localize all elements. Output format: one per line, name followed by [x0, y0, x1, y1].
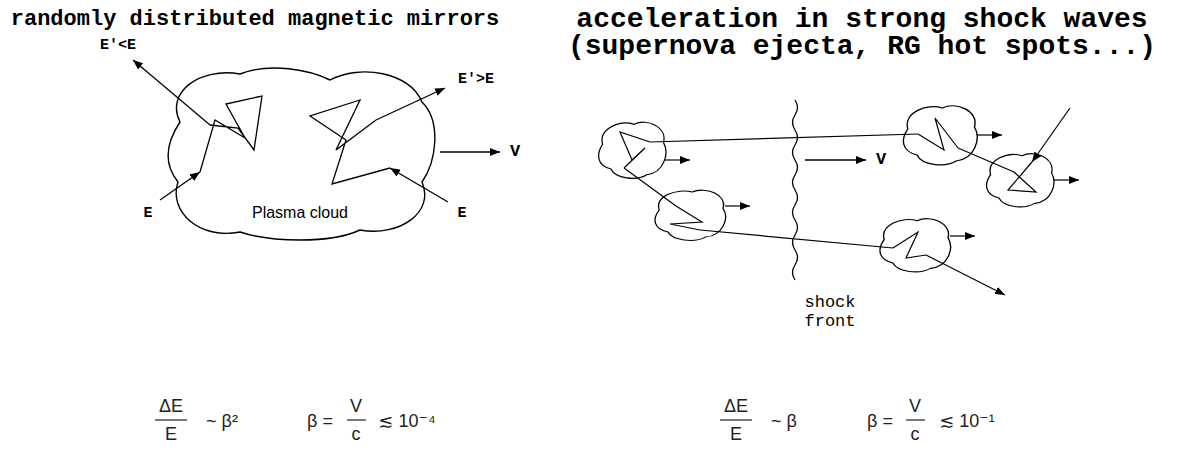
formula-part: ~ β²: [206, 411, 238, 432]
small-clouds: [599, 106, 1054, 272]
motion-arrow: [1054, 179, 1079, 180]
formula-part: ΔE: [159, 396, 183, 417]
energy-label: E: [143, 205, 152, 222]
shock-front-label: shock front: [795, 294, 865, 331]
formula-part: E: [165, 424, 177, 445]
particle-track: [958, 148, 1014, 172]
node-label: Plasma cloud: [252, 203, 348, 222]
small-cloud: [987, 154, 1054, 207]
velocity-arrow: [805, 159, 866, 161]
formula-part: ≲ 10⁻¹: [939, 411, 995, 432]
zigzag-path: [200, 96, 262, 172]
velocity-label: V: [876, 150, 886, 170]
motion-arrow: [977, 134, 1002, 135]
small-cloud: [599, 122, 666, 178]
fraction-bar: [906, 419, 925, 420]
particle-track: [624, 168, 676, 206]
formula-part: c: [911, 424, 920, 445]
formula-part: ≲ 10⁻⁴: [378, 411, 435, 432]
incoming-arrow: [160, 172, 200, 200]
fraction-bar: [347, 419, 366, 420]
formula-part: V: [909, 396, 921, 417]
fraction-bars: [155, 419, 925, 420]
outgoing-arrow: [376, 88, 445, 120]
panel-heading: randomly distributed magnetic mirrors: [11, 7, 499, 32]
formula-part: ΔE: [724, 396, 748, 417]
velocity-label: V: [510, 142, 520, 162]
incoming-arrow: [1032, 108, 1070, 162]
energy-label: E'<E: [100, 37, 136, 54]
zigzag-path: [310, 100, 390, 184]
motion-arrow: [725, 205, 750, 206]
zigzag-path: [893, 232, 926, 258]
velocity-arrow: [440, 151, 500, 152]
motion-arrow: [950, 235, 975, 236]
formula-part: E: [730, 424, 742, 445]
zigzag-path: [1008, 162, 1036, 192]
zigzag-path: [918, 118, 958, 150]
energy-label: E'>E: [458, 71, 494, 88]
particle-track: [650, 134, 918, 142]
fraction-bar: [155, 419, 187, 420]
outgoing-arrow: [926, 255, 1005, 295]
shock-front-line: [793, 100, 798, 280]
formula-part: ~ β: [771, 411, 797, 432]
panel-heading: acceleration in strong shock waves (supe…: [537, 7, 1187, 60]
formula-part: β =: [307, 411, 333, 432]
outgoing-arrow: [133, 60, 210, 125]
zigzag-path: [620, 132, 650, 168]
fraction-bar: [720, 419, 752, 420]
energy-label: E: [457, 205, 466, 222]
small-cloud: [880, 219, 950, 272]
particle-paths: [133, 60, 500, 202]
motion-arrow: [665, 159, 690, 160]
particle-track: [700, 230, 893, 248]
particle-paths: [620, 108, 1070, 295]
formula-part: V: [350, 396, 362, 417]
formula-part: c: [352, 424, 361, 445]
cloud-motion-arrows: [665, 135, 1079, 236]
small-cloud: [903, 106, 977, 165]
zigzag-path: [670, 206, 702, 230]
incoming-arrow: [390, 168, 448, 202]
cloud-outline-path: [168, 68, 435, 240]
formula-part: β =: [867, 411, 893, 432]
plasma-cloud: Plasma cloud: [160, 62, 440, 242]
